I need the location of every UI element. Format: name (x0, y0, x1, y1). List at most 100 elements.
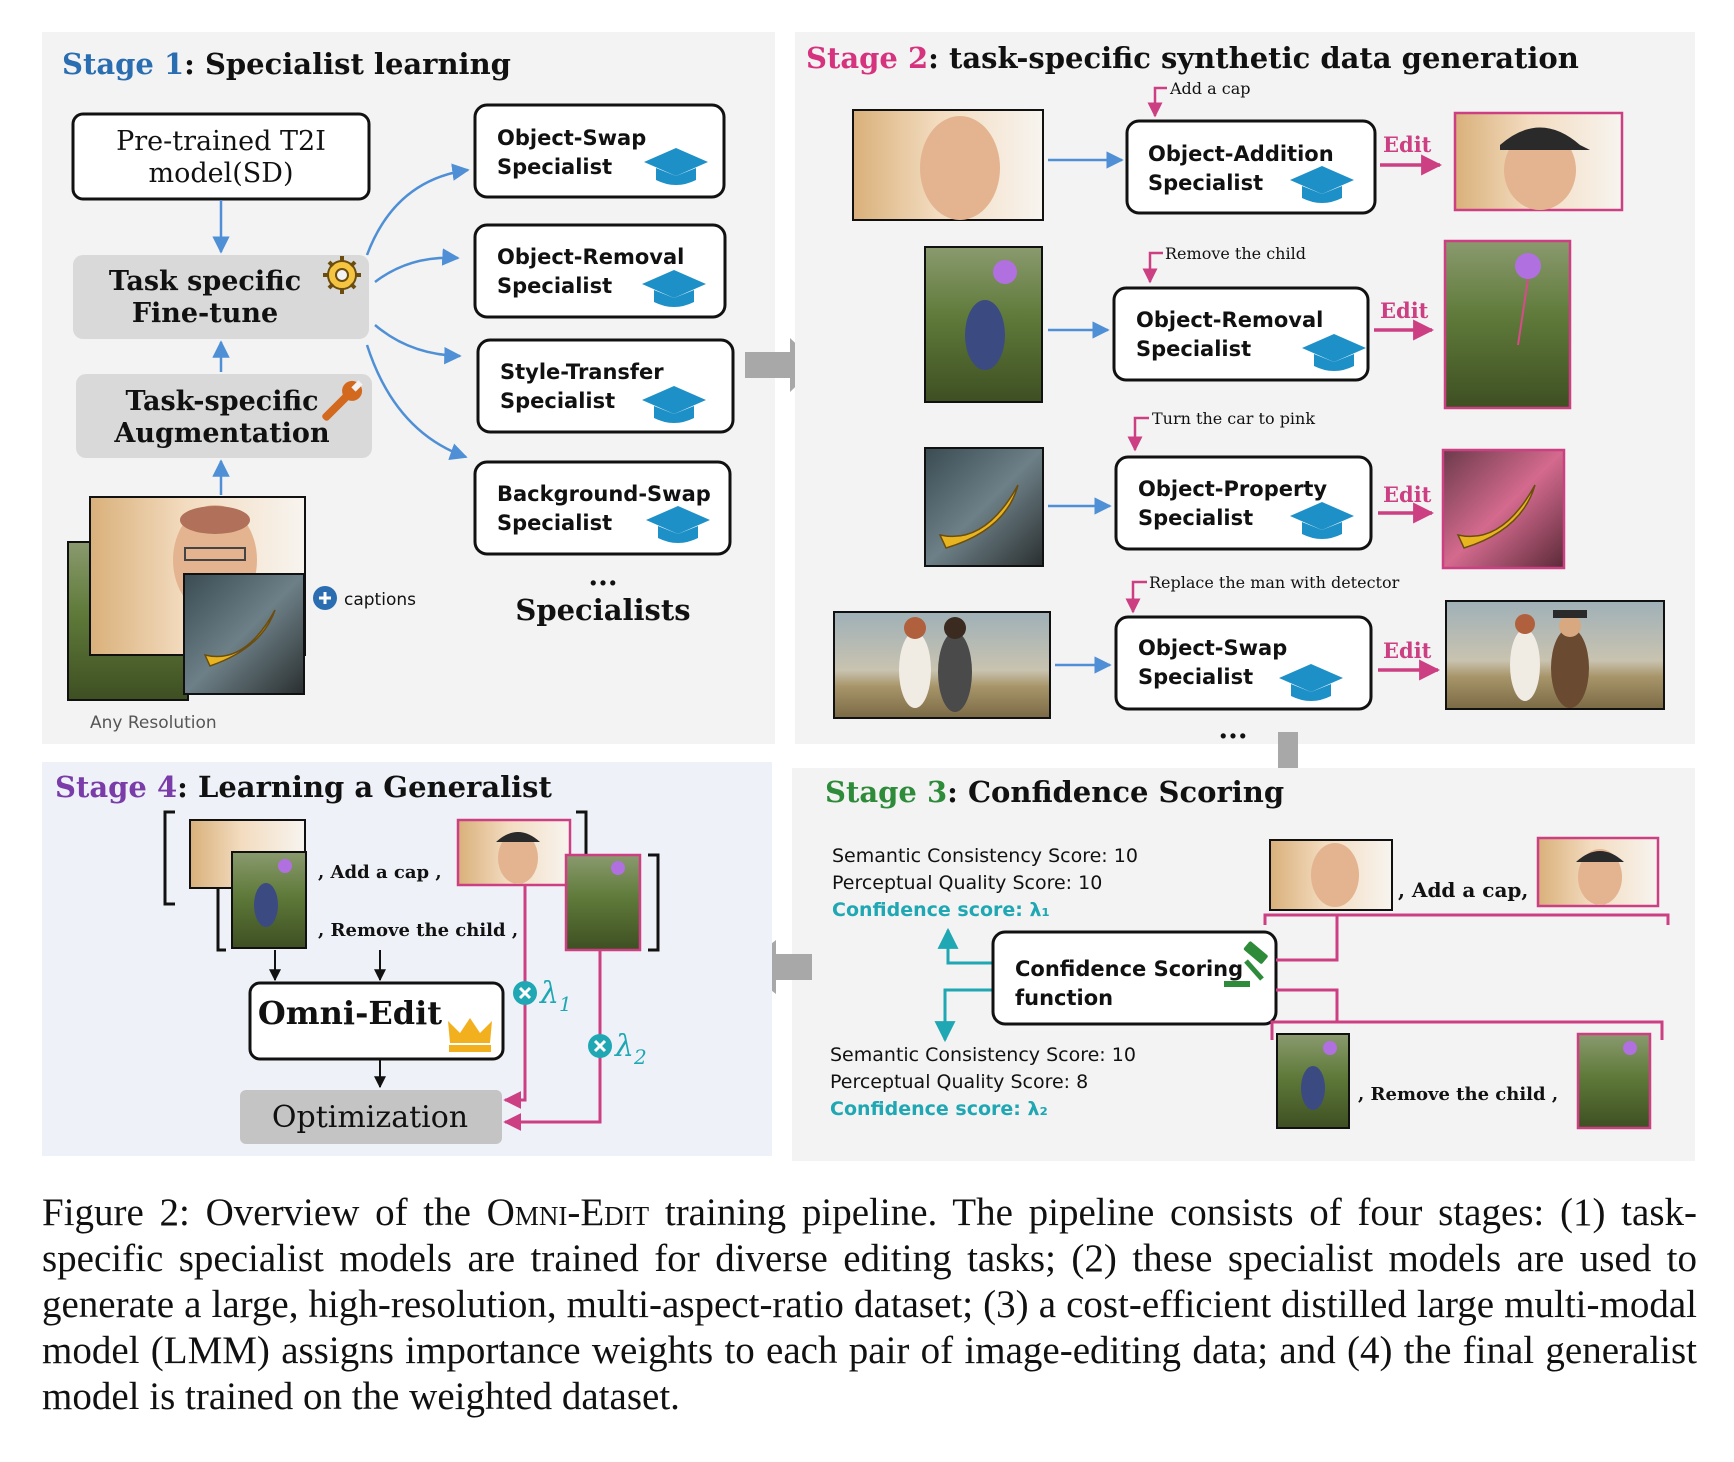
lambda1-line (503, 886, 527, 1109)
augmentation-box (76, 374, 372, 458)
omni-edit-label: Omni-Edit (258, 994, 442, 1032)
confidence-function-box (991, 930, 1278, 1026)
row3-instruction-arrow (1127, 416, 1149, 452)
caption-model-name: Omni-Edit (486, 1191, 650, 1234)
lambda1-subscript: 1 (559, 992, 572, 1016)
row2-balloon (993, 260, 1017, 284)
row1-specialist-line1: Object-Addition (1148, 142, 1334, 166)
row4-result-woman-head (1515, 614, 1535, 634)
row1-edit-label: Edit (1383, 132, 1432, 157)
lambda2-label: λ2 (614, 1029, 647, 1069)
row4-result-woman (1510, 629, 1540, 701)
specialists-label: Specialists (515, 593, 690, 627)
gear-icon (323, 256, 361, 294)
banana-car-image (183, 573, 305, 695)
row4-man-head (944, 617, 966, 639)
row3-specialist-line1: Object-Property (1138, 477, 1327, 501)
row2-result-image (1443, 239, 1572, 410)
stage3-pair2-text: , Remove the child , (1358, 1084, 1558, 1105)
row4-result-detective-head (1559, 615, 1581, 637)
row4-specialist-box (1114, 615, 1373, 711)
row3-banana (938, 484, 1019, 549)
row2-instruction: Remove the child (1165, 244, 1306, 263)
stage3-pair2-result-balloon (1623, 1041, 1637, 1055)
outer-left-bracket (163, 810, 175, 906)
lambda2-symbol: λ (614, 1029, 634, 1064)
any-resolution-label: Any Resolution (90, 713, 217, 733)
row2-result-string (1517, 278, 1529, 346)
portrait-hair (180, 506, 250, 534)
stage4-pair2-child (254, 883, 278, 927)
stage2-row-4: Replace the man with detector Object-Swa… (833, 573, 1665, 719)
specialist-3-line1: Style-Transfer (500, 360, 664, 384)
specialist-4-line2: Specialist (497, 511, 612, 535)
stage2-row-3: Turn the car to pink Object-Property Spe… (924, 409, 1566, 570)
specialist-1-line1: Object-Swap (497, 126, 646, 150)
lambda1-label: λ1 (539, 976, 572, 1016)
row4-woman-head (904, 617, 926, 639)
arrow-to-specialist-3 (374, 324, 462, 365)
row4-man (938, 632, 972, 712)
pair2-bracket (1270, 1020, 1664, 1040)
graduation-cap-icon (642, 386, 706, 423)
row2-instruction-arrow (1142, 251, 1163, 284)
pretrained-line2: model(SD) (149, 158, 294, 189)
finetune-line2: Fine-tune (132, 298, 278, 329)
row3-instruction: Turn the car to pink (1152, 409, 1315, 428)
wrench-icon (322, 380, 363, 421)
confidence-score-2: Confidence score: λ₂ (830, 1098, 1048, 1120)
stage4-title: Stage 4: Learning a Generalist (55, 770, 552, 804)
row2-child (965, 300, 1005, 370)
stage4-pair2-balloon (278, 859, 292, 873)
lambda1-symbol: λ (539, 976, 559, 1011)
stage1-number: Stage 1 (62, 47, 184, 81)
lambda2-line (503, 951, 602, 1131)
stage3-pair1-result-face (1578, 849, 1622, 905)
specialist-4-line1: Background-Swap (497, 482, 711, 506)
stage2-row-2: Remove the child Object-Removal Speciali… (924, 239, 1572, 410)
arrow-to-specialist-1 (365, 163, 470, 256)
outer-right-bracket (576, 810, 588, 860)
pair2-connector (1276, 988, 1339, 1022)
stage4-pair1-result-face (498, 832, 538, 884)
stage3-title: Stage 3: Confidence Scoring (825, 775, 1284, 809)
specialists-ellipsis: ... (588, 559, 617, 592)
stage3-pair1-result-cap (1576, 851, 1624, 862)
stage2-title: Stage 2: task-specific synthetic data ge… (806, 41, 1579, 75)
figure-caption: Figure 2: Overview of the Omni-Edit trai… (42, 1190, 1697, 1420)
stage3-pair2-child (1301, 1066, 1325, 1110)
stage4-pair2-result (564, 853, 642, 952)
semantic-score-2: Semantic Consistency Score: 10 (830, 1044, 1136, 1066)
perceptual-score-1: Perceptual Quality Score: 10 (832, 872, 1102, 894)
row2-result-balloon (1515, 253, 1541, 279)
pretrained-line1: Pre-trained T2I (116, 126, 326, 157)
stage4-pair1-result-cap (496, 832, 540, 842)
stage2-number: Stage 2 (806, 41, 928, 75)
row1-instruction: Add a cap (1169, 79, 1251, 98)
stage3-pair2-balloon (1323, 1041, 1337, 1055)
row2-edit-label: Edit (1380, 298, 1429, 323)
graduation-cap-icon (1279, 664, 1343, 701)
arrow-to-specialist-2 (374, 248, 460, 283)
multiply-icon-1 (513, 981, 537, 1005)
graduation-cap-icon (646, 506, 710, 543)
specialist-card-2: Object-Removal Specialist (473, 223, 727, 319)
augment-line1: Task-specific (125, 386, 318, 417)
pair1-bracket (1263, 913, 1670, 925)
arrow-to-specialist-4 (365, 344, 468, 461)
row4-result-detective (1551, 628, 1589, 708)
stage2-title-text: : task-specific synthetic data generatio… (928, 41, 1579, 75)
caption-rest: training pipeline. The pipeline consists… (42, 1191, 1697, 1418)
graduation-cap-icon (642, 270, 706, 307)
perceptual-score-2: Perceptual Quality Score: 8 (830, 1071, 1088, 1093)
row3-source-image (924, 447, 1044, 567)
row4-specialist-line1: Object-Swap (1138, 636, 1287, 660)
confidence-score-1: Confidence score: λ₁ (832, 899, 1050, 921)
row3-result-banana (1456, 484, 1536, 549)
graduation-cap-icon (644, 148, 708, 185)
row3-specialist-line2: Specialist (1138, 506, 1253, 530)
row2-specialist-box (1112, 286, 1370, 382)
inner-right-bracket (648, 853, 660, 952)
specialist-2-line2: Specialist (497, 274, 612, 298)
multiply-icon-2 (588, 1034, 612, 1058)
